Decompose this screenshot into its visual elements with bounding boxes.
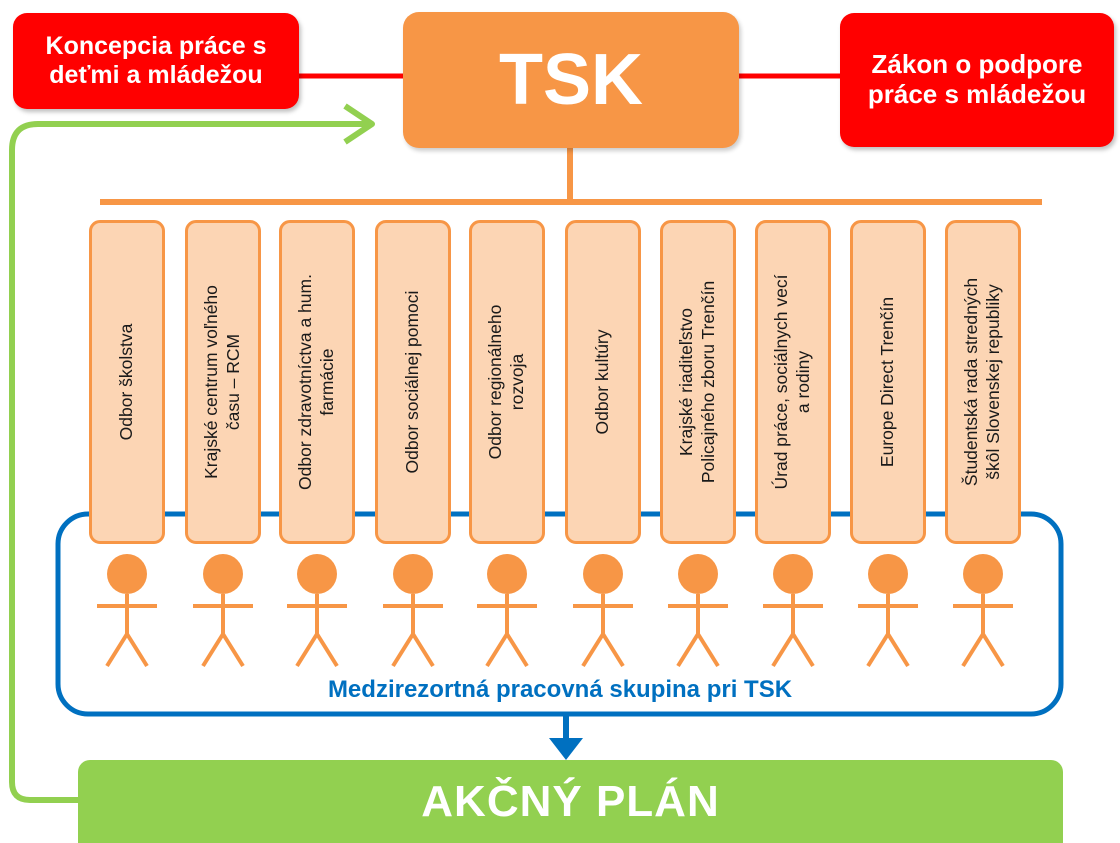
- person-icon: [573, 554, 633, 668]
- tsk-label: TSK: [499, 40, 643, 120]
- department-box: Odbor kultúry: [565, 220, 641, 544]
- department-box: Odbor sociálnej pomoci: [375, 220, 451, 544]
- department-label: Europe Direct Trenčín: [877, 296, 898, 468]
- down-arrow-head: [549, 738, 583, 760]
- action-plan-box: AKČNÝ PLÁN: [78, 760, 1063, 843]
- department-label: Odbor regionálneho rozvoja: [485, 304, 527, 460]
- concept-label: Koncepcia práce s deťmi a mládežou: [45, 32, 267, 89]
- department-box: Úrad práce, sociálnych vecí a rodiny: [755, 220, 831, 544]
- department-box: Europe Direct Trenčín: [850, 220, 926, 544]
- department-label: Odbor sociálnej pomoci: [402, 290, 423, 474]
- action-plan-label: AKČNÝ PLÁN: [421, 776, 720, 826]
- feedback-loop-line: [9, 121, 370, 803]
- people-figures: [97, 554, 1013, 668]
- department-box: Študentská rada stredných škôl Slovenske…: [945, 220, 1021, 544]
- concept-box: Koncepcia práce s deťmi a mládežou: [13, 13, 299, 109]
- department-box: Krajské riaditeľstvo Policajného zboru T…: [660, 220, 736, 544]
- tsk-box: TSK: [403, 12, 739, 148]
- department-label: Odbor školstva: [116, 323, 137, 441]
- department-label: Krajské centrum voľného času – RCM: [201, 285, 243, 479]
- person-icon: [383, 554, 443, 668]
- department-label: Študentská rada stredných škôl Slovenske…: [961, 277, 1003, 487]
- department-label: Odbor kultúry: [592, 329, 613, 435]
- person-icon: [193, 554, 253, 668]
- feedback-arrow-head: [343, 103, 375, 145]
- person-icon: [858, 554, 918, 668]
- person-icon: [97, 554, 157, 668]
- department-label: Krajské riaditeľstvo Policajného zboru T…: [676, 280, 718, 484]
- department-label: Úrad práce, sociálnych vecí a rodiny: [771, 274, 813, 490]
- person-icon: [477, 554, 537, 668]
- law-box: Zákon o podpore práce s mládežou: [840, 13, 1114, 147]
- department-label: Odbor zdravotníctva a hum. farmácie: [295, 274, 337, 490]
- department-box: Odbor zdravotníctva a hum. farmácie: [279, 220, 355, 544]
- department-box: Krajské centrum voľného času – RCM: [185, 220, 261, 544]
- person-icon: [668, 554, 728, 668]
- person-icon: [763, 554, 823, 668]
- working-group-frame: [55, 511, 1064, 717]
- law-label: Zákon o podpore práce s mládežou: [867, 49, 1087, 109]
- person-icon: [287, 554, 347, 668]
- person-icon: [953, 554, 1013, 668]
- working-group-label: Medzirezortná pracovná skupina pri TSK: [327, 676, 793, 703]
- department-box: Odbor regionálneho rozvoja: [469, 220, 545, 544]
- department-box: Odbor školstva: [89, 220, 165, 544]
